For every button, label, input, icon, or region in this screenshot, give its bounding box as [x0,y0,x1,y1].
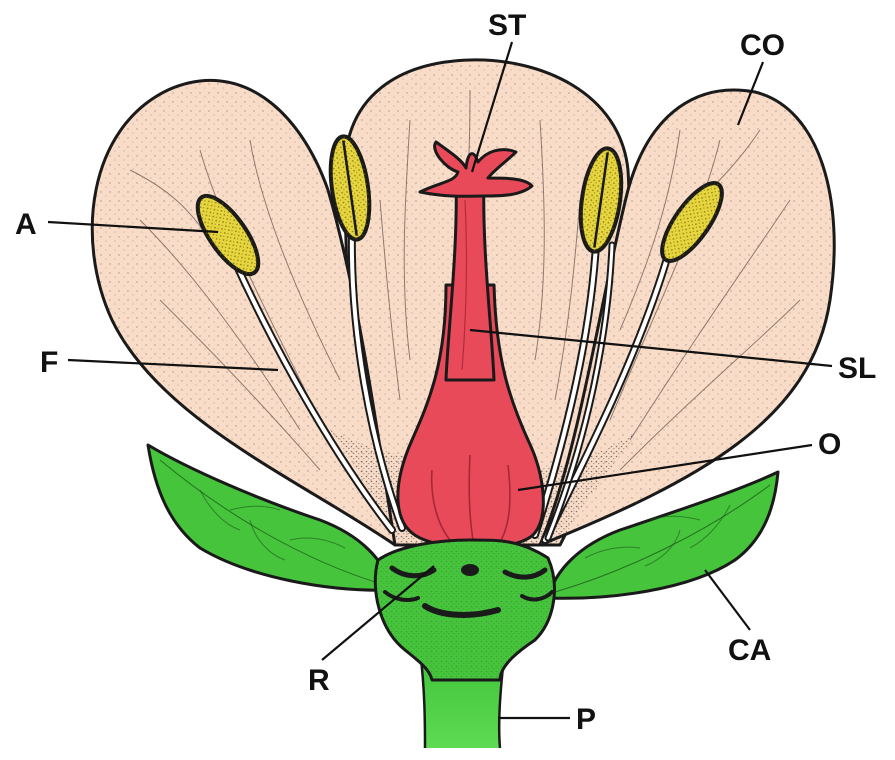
label-a: A [15,208,37,241]
label-st: ST [488,9,526,42]
label-f: F [40,346,58,379]
label-ca: CA [728,634,771,667]
leader-ca [705,570,750,630]
label-p: P [576,703,596,736]
receptacle-pedicel [375,540,554,748]
label-o: O [818,428,841,461]
label-r: R [308,664,330,697]
label-co: CO [740,29,785,62]
label-sl: SL [838,352,876,385]
